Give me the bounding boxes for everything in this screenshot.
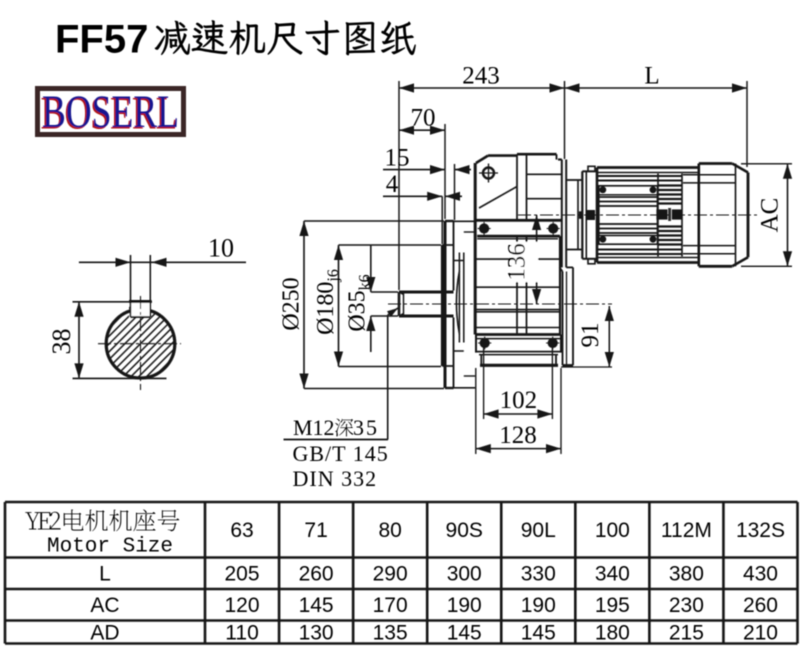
svg-text:132S: 132S (736, 519, 785, 542)
svg-text:71: 71 (304, 519, 327, 542)
svg-text:128: 128 (499, 422, 537, 449)
svg-text:190: 190 (521, 594, 556, 617)
svg-text:120: 120 (225, 594, 260, 617)
svg-text:BOSERL: BOSERL (42, 86, 179, 138)
svg-text:70: 70 (411, 105, 436, 132)
svg-text:145: 145 (447, 622, 482, 645)
svg-text:AC: AC (90, 594, 119, 617)
svg-text:136: 136 (504, 243, 531, 281)
svg-text:L: L (644, 63, 659, 90)
svg-text:300: 300 (447, 563, 482, 586)
svg-text:290: 290 (373, 563, 408, 586)
svg-text:63: 63 (230, 519, 253, 542)
svg-text:205: 205 (225, 563, 260, 586)
svg-text:M12: M12 (293, 415, 335, 440)
svg-text:38: 38 (47, 329, 76, 355)
svg-text:80: 80 (378, 519, 401, 542)
svg-text:10: 10 (208, 234, 234, 263)
svg-text:BOSERL: BOSERL (41, 88, 178, 140)
svg-text:330: 330 (521, 563, 556, 586)
svg-text:190: 190 (447, 594, 482, 617)
svg-text:GB/T 145: GB/T 145 (293, 441, 389, 466)
svg-text:215: 215 (669, 622, 704, 645)
svg-text:112M: 112M (661, 519, 712, 542)
svg-text:260: 260 (743, 594, 778, 617)
svg-text:380: 380 (669, 563, 704, 586)
svg-text:195: 195 (595, 594, 630, 617)
svg-text:FF57: FF57 (55, 18, 148, 62)
svg-text:15: 15 (385, 145, 410, 172)
svg-text:90L: 90L (521, 519, 556, 542)
svg-text:4: 4 (386, 171, 399, 198)
svg-text:243: 243 (462, 63, 500, 90)
svg-text:260: 260 (299, 563, 334, 586)
svg-text:430: 430 (743, 563, 778, 586)
svg-text:170: 170 (373, 594, 408, 617)
svg-text:102: 102 (500, 387, 538, 414)
svg-text:110: 110 (225, 622, 258, 645)
svg-text:100: 100 (595, 519, 630, 542)
svg-text:210: 210 (743, 622, 778, 645)
svg-text:90S: 90S (446, 519, 483, 542)
svg-text:35: 35 (353, 415, 379, 440)
svg-text:130: 130 (299, 622, 334, 645)
svg-text:230: 230 (669, 594, 704, 617)
svg-text:L: L (99, 563, 111, 586)
svg-text:Ø250: Ø250 (279, 277, 305, 330)
svg-text:DIN 332: DIN 332 (293, 466, 378, 491)
svg-text:AC: AC (757, 198, 784, 233)
svg-text:145: 145 (521, 622, 556, 645)
svg-text:340: 340 (595, 563, 630, 586)
svg-text:91: 91 (577, 323, 604, 348)
svg-text:145: 145 (299, 594, 334, 617)
svg-text:180: 180 (595, 622, 630, 645)
svg-text:AD: AD (90, 622, 119, 645)
svg-text:135: 135 (373, 622, 408, 645)
svg-text:Motor Size: Motor Size (47, 536, 173, 559)
svg-text:Ø35k6: Ø35k6 (345, 274, 374, 331)
svg-text:Ø180j6: Ø180j6 (313, 269, 342, 335)
